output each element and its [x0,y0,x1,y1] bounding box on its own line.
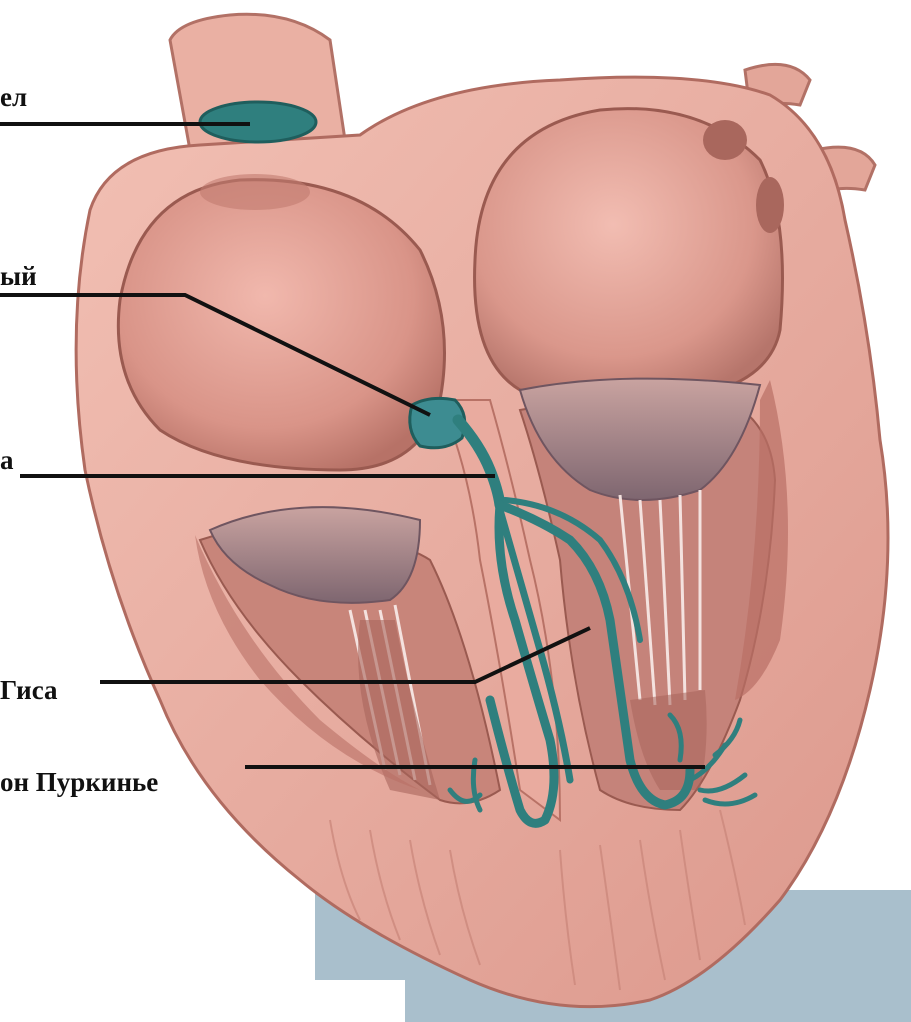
label-purkinje-fibers: он Пуркинье [0,769,158,796]
label-his-bundle-legs: Гиса [0,677,58,704]
sa-node-opening [200,174,310,210]
label-av-node: ый [0,263,37,290]
label-sa-node: ел [0,84,27,111]
right-atrium [118,180,444,470]
pulmonary-vein-opening-2 [756,177,784,233]
pulmonary-vein-opening [703,120,747,160]
label-his-bundle: а [0,447,14,474]
